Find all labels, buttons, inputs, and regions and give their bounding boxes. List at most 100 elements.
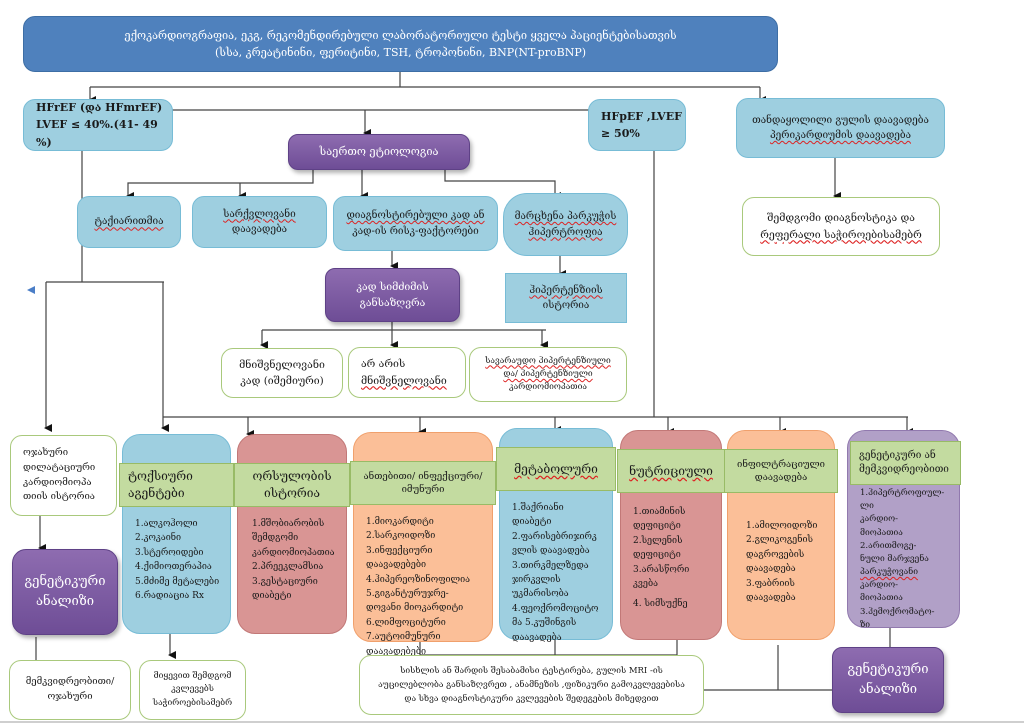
genetic-analysis-right: გენეტიკური ანალიზი xyxy=(832,647,944,713)
category-item: დეფიციტი xyxy=(633,521,681,532)
etiology-cad: დიაგნოსტირებული კად ან კად-ის რისკ-ფაქტო… xyxy=(333,196,498,251)
category-items: 1.მიოკარდიტი 2.სარკოიდოზი 3.ინფექციური დ… xyxy=(366,515,486,659)
cad-severity-line2: განსაზღვრა xyxy=(359,297,426,309)
hfpef-line1: HFpEF ,LVEF xyxy=(601,109,682,123)
hereditary-line1: მემკვიდრეობითი/ xyxy=(25,676,115,688)
category-item: შემდგომი xyxy=(252,533,299,544)
category-title: მეტაბოლური xyxy=(514,461,598,476)
category-item: 1.ამილოიდოზი xyxy=(746,521,818,531)
category-header: ინფილტრაციული დაავადება xyxy=(724,449,838,493)
category-item: 2.პრეეკლამსია xyxy=(252,562,324,573)
hypertension-line2: ისტორია xyxy=(542,300,590,311)
category-item: დაავადება xyxy=(746,592,796,603)
category-item: 4.ჰიპერეოზინოფილია xyxy=(366,574,471,585)
category-items: 1.მშობიარობის შემდგომი კარდიომიოპათია 2.… xyxy=(252,517,340,603)
category-infiltrative: ინფილტრაციული დაავადება 1.ამილოიდოზი 2.გ… xyxy=(724,430,838,640)
category-inflammatory: ანთებითი/ ინფექციური/ იმუნური 1.მიოკარდი… xyxy=(350,432,496,657)
category-item: 3.გესტაციური xyxy=(252,576,318,587)
category-item: 6.რადიაცია Rx xyxy=(135,590,204,601)
followup-line: მიყევით შემდგომ xyxy=(153,671,232,682)
category-items: 1.თიამინის დეფიციტი 2.სელენის დეფიციტი 3… xyxy=(633,505,715,612)
category-item: 1.თიამინის xyxy=(633,507,686,517)
category-item: ვლის დაავადება xyxy=(512,546,590,557)
category-title: ტოქსიური აგენტები xyxy=(128,469,193,500)
category-item: 3.თირკმელზედა xyxy=(512,560,589,571)
category-item: 1.ჰიპერტროფიულ-ლი xyxy=(860,488,945,512)
category-item: დაავადებები xyxy=(366,646,427,657)
etiology-label: დიაგნოსტირებული კად ან xyxy=(346,210,485,221)
common-etiology-label: საერთო ეტიოლოგია xyxy=(319,145,439,159)
tests-line: და სხვა დიაგნოსტიკური კვლევების შედეგები… xyxy=(404,694,659,704)
category-pregnancy-history: ორსულობის ისტორია 1.მშობიარობის შემდგომი… xyxy=(234,434,350,634)
genetic-right-line2: ანალიზი xyxy=(858,682,918,697)
category-item: მიოპათია xyxy=(860,593,903,604)
category-genetic-hereditary: გენეტიკური ან მემკვიდრეობითი 1.ჰიპერტროფ… xyxy=(847,430,961,630)
category-item: 4.ქიმიოთერაპია xyxy=(135,562,212,573)
category-title: გენეტიკური ან მემკვიდრეობითი xyxy=(859,450,949,475)
category-header: ანთებითი/ ინფექციური/ იმუნური xyxy=(350,461,496,505)
category-item: 2.გლიკოგენის xyxy=(746,535,813,546)
further-diag-line2: რეფერალი საჭიროებისამებრ xyxy=(760,228,922,241)
tests-line: აუცილებლობა განსაზღვრეთ , ანამნეზის ,ფიზ… xyxy=(378,679,685,690)
category-items: 1.ამილოიდოზი 2.გლიკოგენის დაგროვების დაა… xyxy=(746,519,828,605)
etiology-label: მარცხენა პარკუჭის xyxy=(514,211,617,222)
concomitant-disease-box: თანდაყოლილი გულის დაავადება პერიკარდიუმი… xyxy=(736,98,945,158)
category-item: დაგროვების xyxy=(746,549,805,560)
genetic-right-line1: გენეტიკური xyxy=(847,661,929,677)
category-item: 5.მძიმე მეტალები xyxy=(135,576,220,587)
category-item: 7.აუტოიმუნური xyxy=(366,632,441,643)
category-item: დეფიციტი xyxy=(633,550,681,561)
category-item: 1.შაქრიანი xyxy=(512,503,564,513)
category-item: 3.ინფექციური xyxy=(366,545,433,556)
etiology-label: სარქვლოვანი xyxy=(223,208,296,220)
category-title: ინფილტრაციული დაავადება xyxy=(737,458,825,483)
followup-line: საჭიროებისამებრ xyxy=(152,697,233,708)
category-item: 3.ფაბრიის xyxy=(746,578,795,589)
category-title: ანთებითი/ ინფექციური/ იმუნური xyxy=(363,470,483,495)
header-line2: (სსა, კრეატინინი, ფერიტინი, TSH, ტროპონი… xyxy=(214,46,587,59)
category-item: კვება xyxy=(633,578,658,589)
cad-severity-box: კად სიმძიმის განსაზღვრა xyxy=(325,268,460,322)
further-diagnostics-box: შემდგომი დიაგნოსტიკა და რეფერალი საჭიროე… xyxy=(742,197,940,256)
category-item: 2.სელენის xyxy=(633,535,683,546)
category-item: ზი xyxy=(860,619,871,630)
outcome-line: არ არის xyxy=(361,358,406,371)
category-metabolic: მეტაბოლური 1.შაქრიანი დიაბეტი 2.ფარისებრ… xyxy=(496,428,616,643)
category-item: 1.მიოკარდიტი xyxy=(366,517,434,527)
category-header: მეტაბოლური xyxy=(496,447,616,491)
hypertension-line1: ჰიპერტენზიის xyxy=(529,284,603,296)
category-item: 2.სარკოიდოზი xyxy=(366,531,436,542)
header-box: ექოკარდიოგრაფია, ეკგ, რეკომენდირებული ლა… xyxy=(23,16,778,72)
etiology-lvh: მარცხენა პარკუჭის ჰიპერტროფია xyxy=(503,193,628,256)
category-item: დოვანი მიოკარდიტი xyxy=(366,603,464,614)
category-title: ორსულობის ისტორია xyxy=(252,469,332,500)
further-diag-line1: შემდგომი დიაგნოსტიკა და xyxy=(767,212,915,225)
category-item: 4. სიმსუქნე xyxy=(633,599,688,610)
category-item: მა 5.კუშინგის xyxy=(512,618,577,629)
tests-box: სისხლის ან შარდის შესაბამისი ტესტირება, … xyxy=(359,655,704,715)
cad-outcome-not-significant: არ არის მნიშვნელოვანი xyxy=(348,347,466,398)
category-item: დიაბეტი xyxy=(512,517,552,528)
outcome-line: სავარაუდო ჰიპერტენზიული xyxy=(485,355,611,366)
category-item: პარკუჭოვანი xyxy=(860,567,918,578)
etiology-label: ტაქიარითმია xyxy=(94,216,164,228)
hfpef-box: HFpEF ,LVEF ≥ 50% xyxy=(588,99,686,151)
category-item: მიოპათია xyxy=(860,527,903,538)
category-item: 2.კოკაინი xyxy=(135,533,182,544)
category-header: გენეტიკური ან მემკვიდრეობითი xyxy=(850,441,961,485)
category-item: 5.გიგანტურუჯრე- xyxy=(366,588,449,599)
etiology-valvular: სარქვლოვანი დაავადება xyxy=(192,196,327,248)
concomitant-line1: თანდაყოლილი გულის დაავადება xyxy=(752,114,929,126)
hfref-box: HFrEF (და HFmrEF) LVEF ≤ 40%.(41- 49 %) xyxy=(23,99,173,151)
tests-line: სისხლის ან შარდის შესაბამისი ტესტირება, … xyxy=(400,665,663,676)
followup-line: კვლევებს xyxy=(171,684,214,695)
genetic-left-line1: გენეტიკური xyxy=(24,573,106,589)
category-item: 1.ალკოჰოლი xyxy=(135,519,198,529)
outcome-line: კარდიომიოპათია xyxy=(509,382,587,393)
page-bottom-rule xyxy=(0,721,1024,723)
genetic-left-line2: ანალიზი xyxy=(35,594,95,609)
category-item: 1.მშობიარობის xyxy=(252,519,325,529)
outcome-line: მნიშვნელოვანი xyxy=(361,374,447,387)
header-line1: ექოკარდიოგრაფია, ეკგ, რეკომენდირებული ლა… xyxy=(124,28,677,42)
cad-severity-line1: კად სიმძიმის xyxy=(356,280,429,293)
